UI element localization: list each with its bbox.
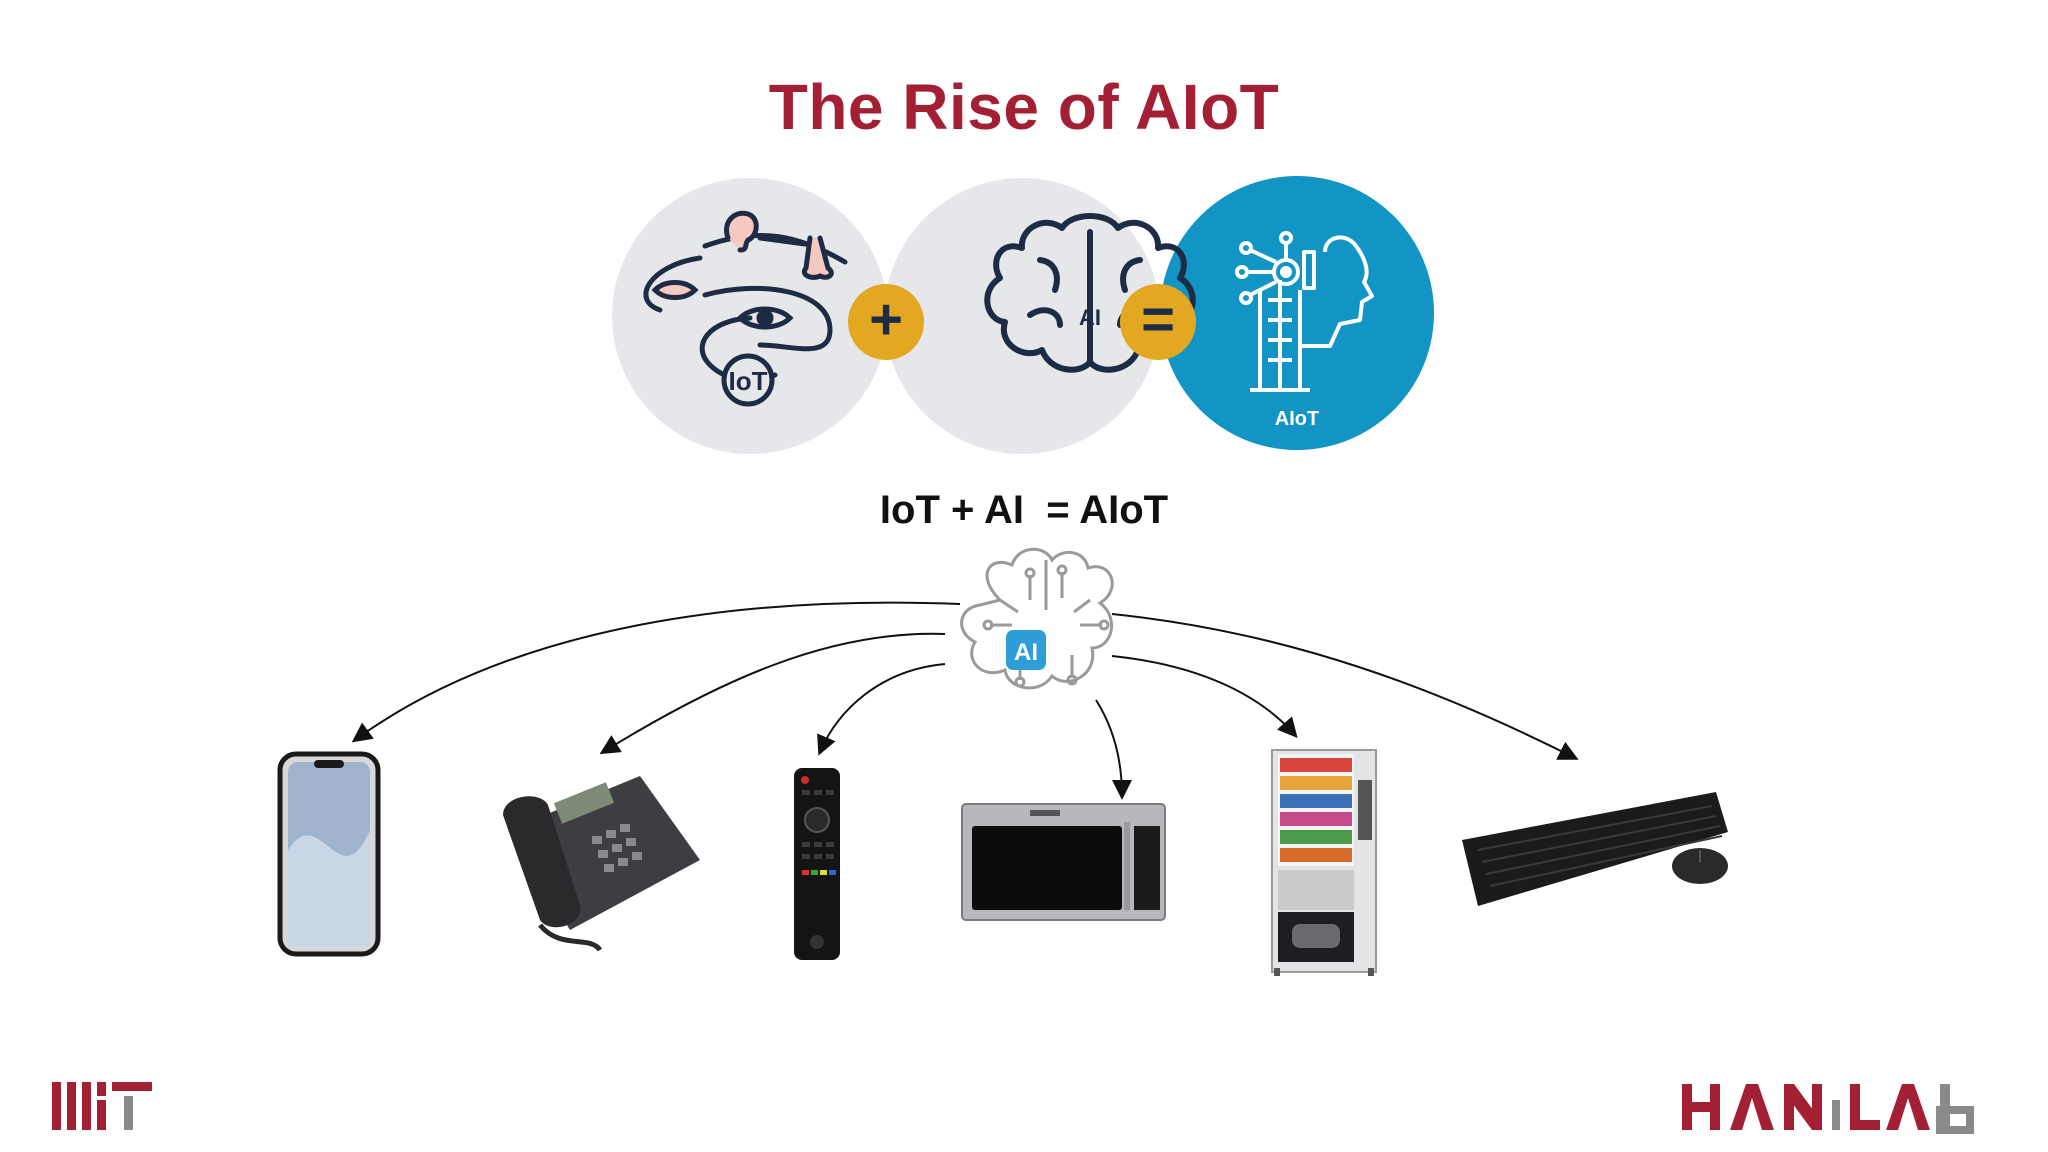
arrow-to-microwave bbox=[1096, 700, 1122, 796]
vending-machine-image bbox=[1272, 750, 1376, 976]
mit-logo bbox=[52, 1082, 152, 1132]
arrow-to-vending-machine bbox=[1112, 656, 1295, 735]
smartphone-image bbox=[280, 754, 378, 954]
han-lab-logo bbox=[1682, 1082, 1982, 1134]
microwave-image bbox=[962, 804, 1165, 920]
tv-remote-image bbox=[794, 768, 840, 960]
arrow-to-tv-remote bbox=[820, 664, 945, 752]
arrow-to-desk-phone bbox=[603, 634, 945, 752]
hub-ai-label: AI bbox=[1014, 639, 1038, 666]
keyboard-mouse-image bbox=[1462, 792, 1728, 906]
arrow-to-keyboard bbox=[1112, 614, 1575, 758]
desk-phone-image bbox=[503, 776, 700, 950]
